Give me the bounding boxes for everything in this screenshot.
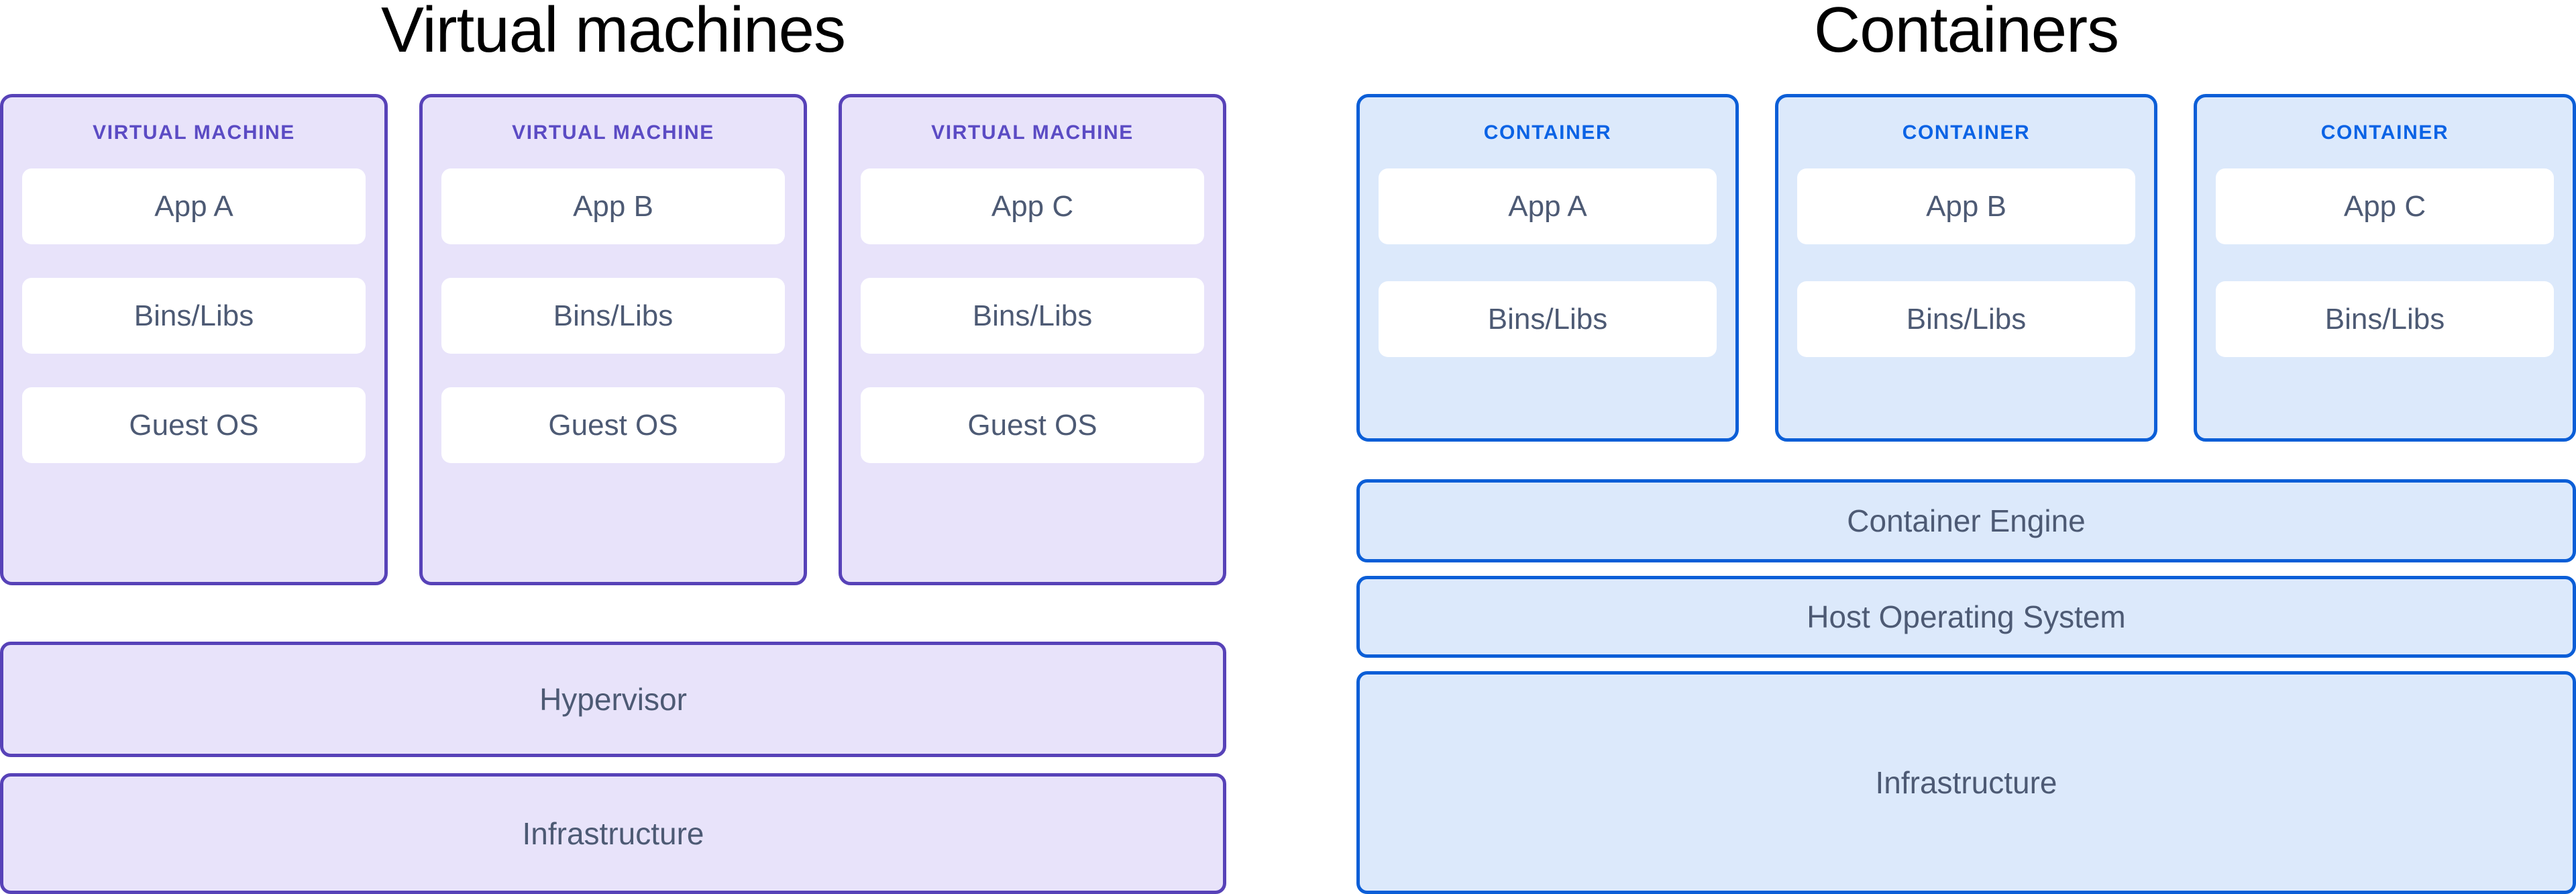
container-layer-list: App A Bins/Libs <box>1379 143 1717 438</box>
virtual-machine-layer-list: App A Bins/Libs Guest OS <box>22 143 366 582</box>
layer-guest-os: Guest OS <box>441 387 785 463</box>
virtual-machine-card-label: VIRTUAL MACHINE <box>931 121 1134 144</box>
hypervisor-bar: Hypervisor <box>0 642 1226 757</box>
container-card-3[interactable]: CONTAINER App C Bins/Libs <box>2194 94 2576 442</box>
layer-guest-os: Guest OS <box>22 387 366 463</box>
container-card-1[interactable]: CONTAINER App A Bins/Libs <box>1356 94 1739 442</box>
layer-app: App C <box>861 168 1204 244</box>
virtual-machine-layer-list: App C Bins/Libs Guest OS <box>861 143 1204 582</box>
virtual-machine-card-row: VIRTUAL MACHINE App A Bins/Libs Guest OS… <box>0 94 1226 585</box>
layer-bins-libs: Bins/Libs <box>1379 281 1717 357</box>
layer-bins-libs: Bins/Libs <box>2216 281 2554 357</box>
layer-app: App A <box>22 168 366 244</box>
layer-app: App B <box>1797 168 2135 244</box>
layer-bins-libs: Bins/Libs <box>441 278 785 354</box>
layer-bins-libs: Bins/Libs <box>22 278 366 354</box>
virtual-machine-card-3[interactable]: VIRTUAL MACHINE App C Bins/Libs Guest OS <box>839 94 1226 585</box>
layer-bins-libs: Bins/Libs <box>861 278 1204 354</box>
host-operating-system-bar: Host Operating System <box>1356 576 2576 658</box>
layer-app: App A <box>1379 168 1717 244</box>
layer-app: App B <box>441 168 785 244</box>
virtual-machines-title: Virtual machines <box>381 0 846 66</box>
container-infrastructure-bar: Infrastructure <box>1356 671 2576 894</box>
container-card-2[interactable]: CONTAINER App B Bins/Libs <box>1775 94 2157 442</box>
container-card-label: CONTAINER <box>1902 121 2031 144</box>
container-card-label: CONTAINER <box>1483 121 1612 144</box>
virtual-machine-card-2[interactable]: VIRTUAL MACHINE App B Bins/Libs Guest OS <box>419 94 807 585</box>
vm-infrastructure-bar: Infrastructure <box>0 773 1226 894</box>
virtual-machine-card-label: VIRTUAL MACHINE <box>93 121 295 144</box>
virtual-machine-layer-list: App B Bins/Libs Guest OS <box>441 143 785 582</box>
container-layer-list: App C Bins/Libs <box>2216 143 2554 438</box>
container-card-row: CONTAINER App A Bins/Libs CONTAINER App … <box>1356 94 2576 442</box>
layer-app: App C <box>2216 168 2554 244</box>
containers-title: Containers <box>1813 0 2119 66</box>
virtual-machine-card-1[interactable]: VIRTUAL MACHINE App A Bins/Libs Guest OS <box>0 94 388 585</box>
container-card-label: CONTAINER <box>2320 121 2449 144</box>
container-engine-bar: Container Engine <box>1356 479 2576 562</box>
layer-bins-libs: Bins/Libs <box>1797 281 2135 357</box>
virtual-machine-card-label: VIRTUAL MACHINE <box>512 121 714 144</box>
container-layer-list: App B Bins/Libs <box>1797 143 2135 438</box>
layer-guest-os: Guest OS <box>861 387 1204 463</box>
